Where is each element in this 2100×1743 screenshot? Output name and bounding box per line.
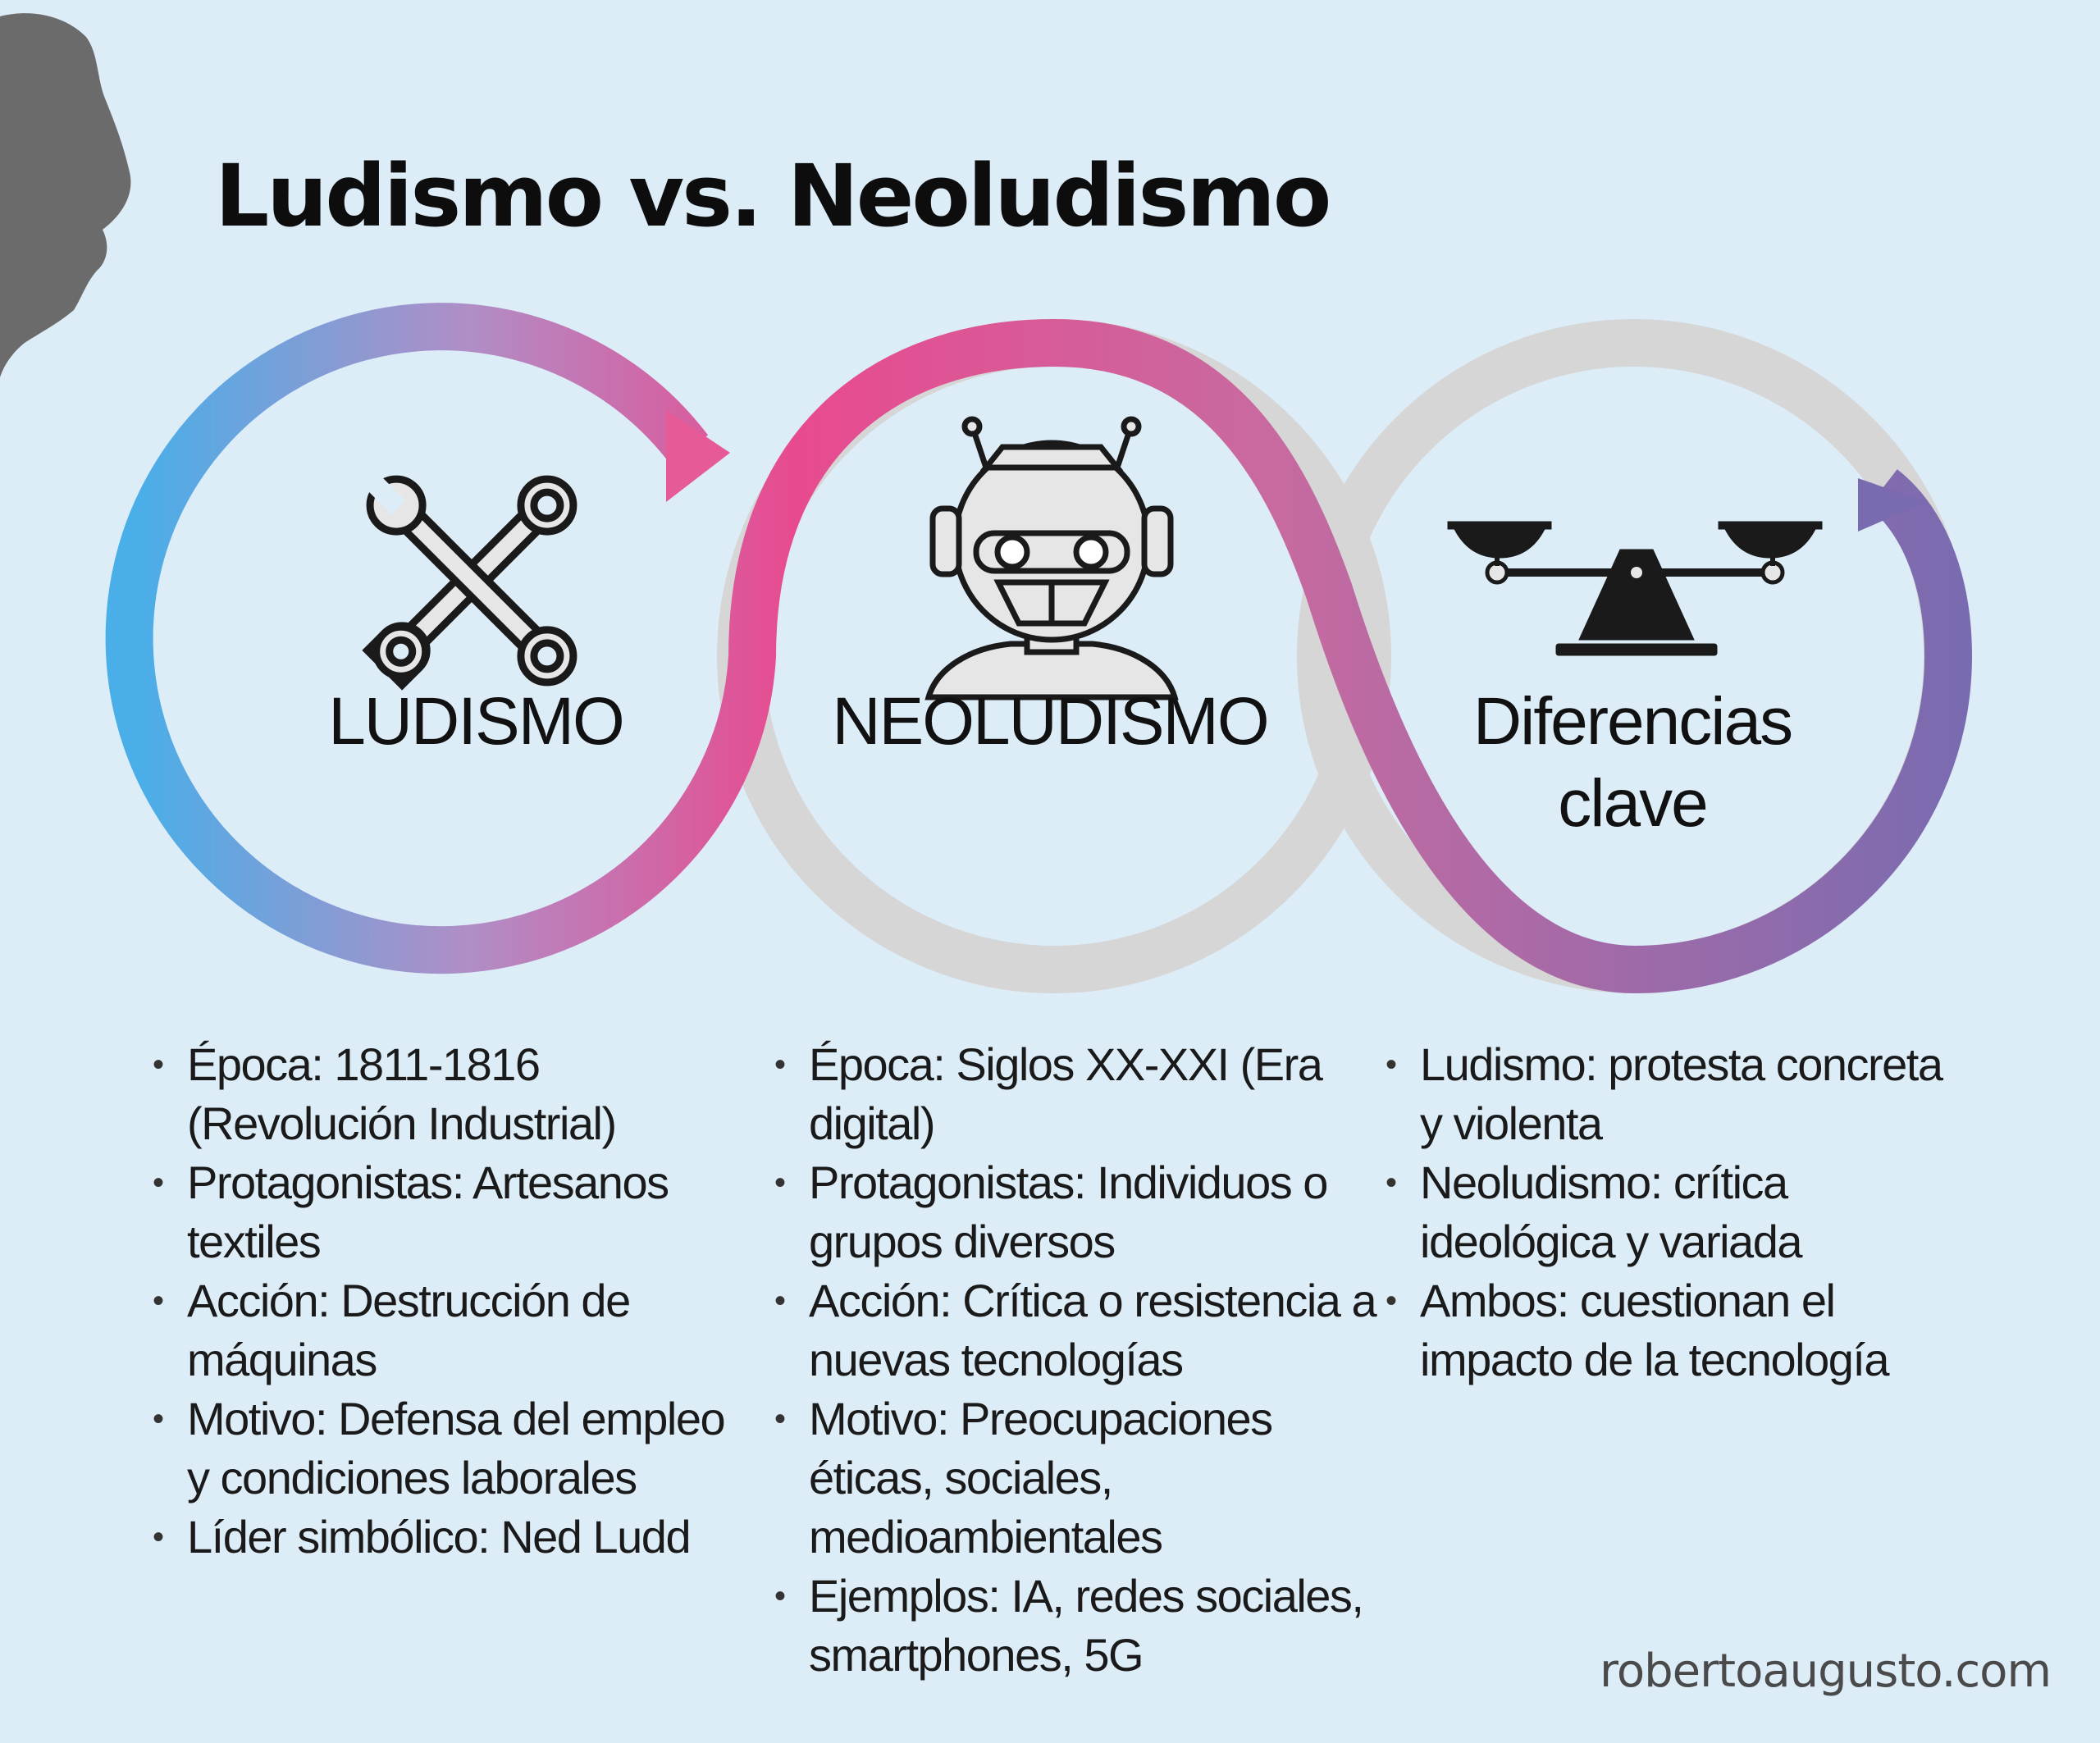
list-item: Ambos: cuestionan el impacto de la tecno… <box>1381 1271 1955 1389</box>
thinker-silhouette <box>0 13 131 377</box>
ludismo-list: Época: 1811-1816 (Revolución Industrial)… <box>148 1035 738 1567</box>
list-item: Acción: Destrucción de máquinas <box>148 1271 738 1389</box>
balance-scale-icon <box>1447 521 1823 656</box>
list-item: Acción: Crítica o resistencia a nuevas t… <box>769 1271 1377 1389</box>
robot-head-icon <box>924 416 1179 700</box>
neoludismo-label: NEOLUDISMO <box>832 684 1269 759</box>
ribbon-tail <box>1858 478 1926 532</box>
list-item: Líder simbólico: Ned Ludd <box>148 1508 738 1567</box>
list-item: Época: 1811-1816 (Revolución Industrial) <box>148 1035 738 1153</box>
diferencias-list: Ludismo: protesta concreta y violenta Ne… <box>1381 1035 1955 1389</box>
list-item: Neoludismo: crítica ideológica y variada <box>1381 1153 1955 1271</box>
crossed-wrenches-icon <box>362 475 578 691</box>
diferencias-label-line1: Diferencias <box>1472 684 1793 759</box>
ribbon-arrow-tip <box>666 410 730 502</box>
ludismo-label: LUDISMO <box>328 684 625 759</box>
list-item: Ejemplos: IA, redes sociales, smartphone… <box>769 1567 1376 1685</box>
page-title: Ludismo vs. Neoludismo <box>215 146 1331 246</box>
diferencias-label: Diferencias clave <box>1436 681 1829 845</box>
list-item: Motivo: Preocupaciones éticas, sociales,… <box>769 1389 1376 1567</box>
diferencias-label-line2: clave <box>1558 766 1708 841</box>
list-item: Época: Siglos XX-XXI (Era digital) <box>769 1035 1376 1153</box>
gradient-ribbon <box>105 303 1973 994</box>
list-item: Motivo: Defensa del empleo y condiciones… <box>148 1389 738 1508</box>
list-item: Protagonistas: Artesanos textiles <box>148 1153 738 1271</box>
neoludismo-list: Época: Siglos XX-XXI (Era digital) Prota… <box>769 1035 1377 1685</box>
list-item: Ludismo: protesta concreta y violenta <box>1381 1035 1955 1153</box>
site-credit: robertoaugusto.com <box>1600 1645 2052 1698</box>
list-item: Protagonistas: Individuos o grupos diver… <box>769 1153 1376 1271</box>
